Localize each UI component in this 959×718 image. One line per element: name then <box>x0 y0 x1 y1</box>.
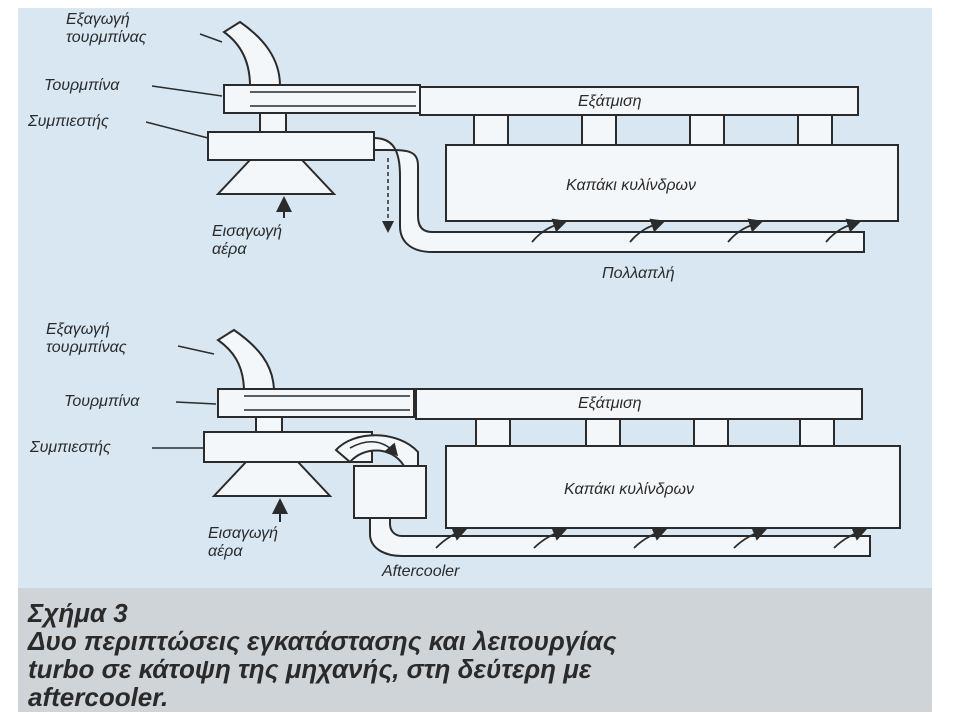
bottom-intake-runners <box>435 527 868 549</box>
top-compressor <box>207 131 375 161</box>
top-intake-manifold <box>373 136 865 253</box>
bottom-cylinder-head-label: Καπάκι κυλίνδρων <box>564 481 694 498</box>
caption-line-1: Δυο περιπτώσεις εγκατάστασης και λειτουρ… <box>28 626 617 656</box>
bottom-exhaust-manifold <box>415 388 863 420</box>
bottom-aftercooler-label: Aftercooler <box>381 563 460 580</box>
top-intake-runners <box>531 218 862 243</box>
caption-line-3: aftercooler. <box>28 682 169 712</box>
bottom-exhaust-stubs <box>475 418 835 450</box>
bottom-turbine-label: Τουρμπίνα <box>64 393 140 410</box>
bottom-turbine-exhaust-pipe <box>216 328 276 393</box>
bottom-intake-manifold <box>369 517 871 557</box>
bottom-aftercooler <box>353 465 427 519</box>
top-turbine <box>223 84 421 114</box>
bottom-air-intake <box>211 461 333 497</box>
bottom-exhaust-label: Εξάτμιση <box>578 395 642 412</box>
bottom-turbine <box>217 388 415 418</box>
top-exhaust-manifold <box>419 86 859 116</box>
caption-line-2: turbo σε κάτοψη της μηχανής, στη δεύτερη… <box>28 654 592 684</box>
top-turbine-label: Τουρμπίνα <box>44 77 120 94</box>
top-cylinder-head <box>445 144 899 222</box>
top-manifold-label: Πολλαπλή <box>602 265 675 282</box>
top-exhaust-stubs <box>473 114 833 146</box>
top-exhaust-label: Εξάτμιση <box>578 93 642 110</box>
caption-title: Σχήμα 3 <box>28 598 128 628</box>
top-compressor-label: Συμπιεστής <box>27 113 109 130</box>
bottom-compressor-label: Συμπιεστής <box>29 439 111 456</box>
top-turbine-exhaust-pipe <box>222 20 282 87</box>
top-cylinder-head-label: Καπάκι κυλίνδρων <box>566 177 696 194</box>
top-air-intake <box>215 159 337 195</box>
bottom-cylinder-head <box>445 445 901 529</box>
figure-caption: Σχήμα 3 Δυο περιπτώσεις εγκατάστασης και… <box>18 588 932 712</box>
